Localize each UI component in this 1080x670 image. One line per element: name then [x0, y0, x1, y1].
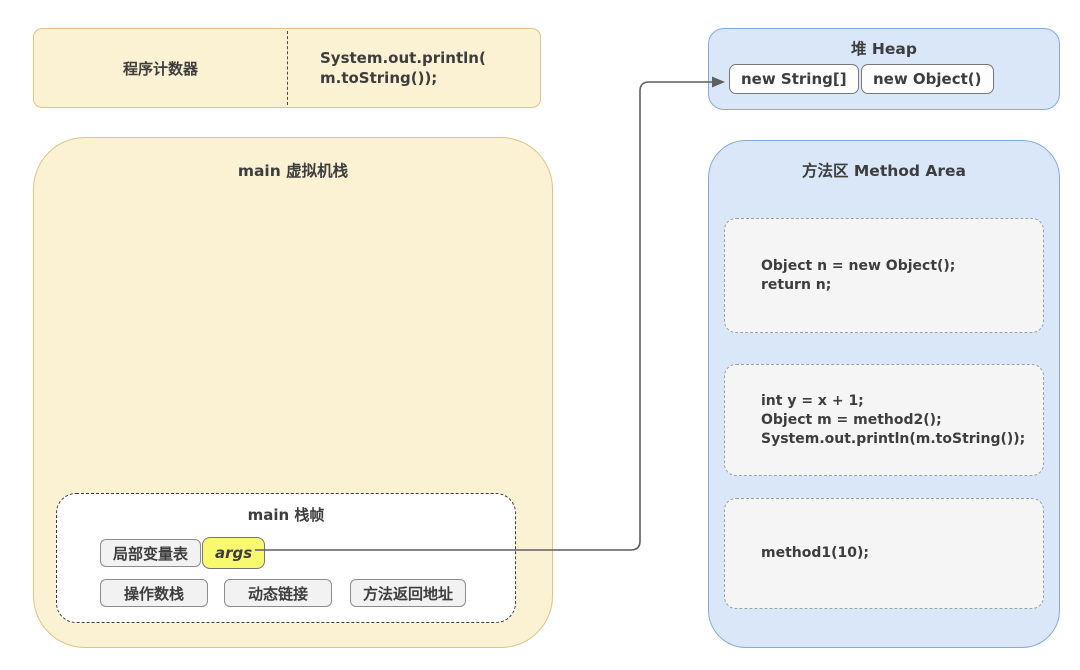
heap-box: 堆 Heap new String[] new Object(): [708, 28, 1060, 110]
code-line: return n;: [761, 276, 832, 293]
code-line: System.out.println(m.toString());: [761, 430, 1026, 447]
method-area-title: 方法区 Method Area: [801, 162, 967, 180]
stack-frame-title: main 栈帧: [247, 506, 325, 524]
code-block-main: method1(10);: [724, 498, 1044, 609]
vm-stack-box: main 虚拟机栈 main 栈帧 局部变量表 args 操作数栈 动态链接 方…: [33, 137, 553, 648]
local-variable-table-chip: 局部变量表: [100, 539, 202, 567]
heap-object-new-string-array: new String[]: [729, 64, 859, 94]
method-area-box: 方法区 Method Area Object n = new Object();…: [708, 140, 1060, 648]
pc-code: System.out.println( m.toString());: [288, 29, 540, 107]
method-return-address-chip: 方法返回地址: [350, 579, 467, 607]
operand-stack-chip: 操作数栈: [100, 579, 208, 607]
program-counter-box: 程序计数器 System.out.println( m.toString());: [33, 28, 541, 108]
pc-code-line-2: m.toString());: [320, 69, 438, 87]
heap-title: 堆 Heap: [851, 40, 917, 58]
code-block-method1: int y = x + 1; Object m = method2(); Sys…: [724, 364, 1044, 476]
args-chip: args: [202, 537, 266, 569]
code-line: Object m = method2();: [761, 411, 942, 428]
code-line: int y = x + 1;: [761, 392, 864, 409]
pc-divider: [287, 31, 288, 105]
program-counter-label: 程序计数器: [122, 59, 198, 78]
code-line: method1(10);: [761, 545, 870, 561]
dynamic-link-chip: 动态链接: [224, 579, 332, 607]
heap-object-new-object: new Object(): [861, 64, 994, 94]
vm-stack-title: main 虚拟机栈: [237, 162, 349, 180]
pc-code-line-1: System.out.println(: [320, 49, 486, 67]
code-line: Object n = new Object();: [761, 257, 956, 274]
stack-frame-box: main 栈帧 局部变量表 args 操作数栈 动态链接 方法返回地址: [56, 493, 516, 623]
code-block-method2: Object n = new Object(); return n;: [724, 218, 1044, 333]
